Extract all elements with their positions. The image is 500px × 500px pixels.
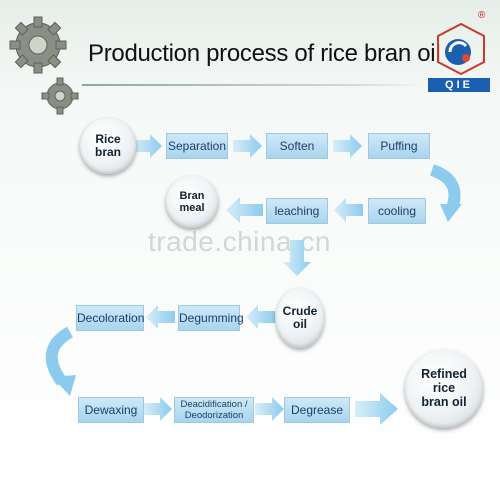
arrow-right-icon [333,134,362,158]
qie-logo-icon [437,22,485,76]
node-degrease: Degrease [284,397,350,423]
gears-icon [9,16,79,115]
curved-arrow-head-icon [52,375,76,396]
arrow-left-icon [146,305,175,329]
page-title: Production process of rice bran oil [88,40,441,67]
arrow-right-icon [233,134,262,158]
header-band [0,0,500,95]
node-leaching: leaching [266,198,328,224]
arrow-right-icon [133,134,162,158]
node-decoloration: Decoloration [76,305,144,331]
arrow-left-icon [226,197,263,223]
node-degumming: Degumming [178,305,244,331]
arrow-left-icon [334,198,363,222]
arrow-right-icon [355,393,398,425]
curved-arrow-down-icon [429,164,461,211]
node-dewaxing: Dewaxing [78,397,144,423]
node-separation: Separation [166,133,228,159]
registered-mark: ® [478,10,486,21]
node-deacidification: Deacidification /Deodorization [174,397,254,423]
arrow-down-icon [283,240,311,276]
node-puffing: Puffing [368,133,430,159]
arrow-left-icon [246,305,275,329]
title-underline [82,84,422,86]
curved-arrow-down-icon [45,326,74,386]
curved-arrow-head-icon [440,204,462,222]
arrow-right-icon [255,397,284,421]
node-soften: Soften [266,133,328,159]
node-cooling: cooling [368,198,426,224]
logo-text: QIE [428,78,490,92]
arrow-right-icon [143,397,172,421]
